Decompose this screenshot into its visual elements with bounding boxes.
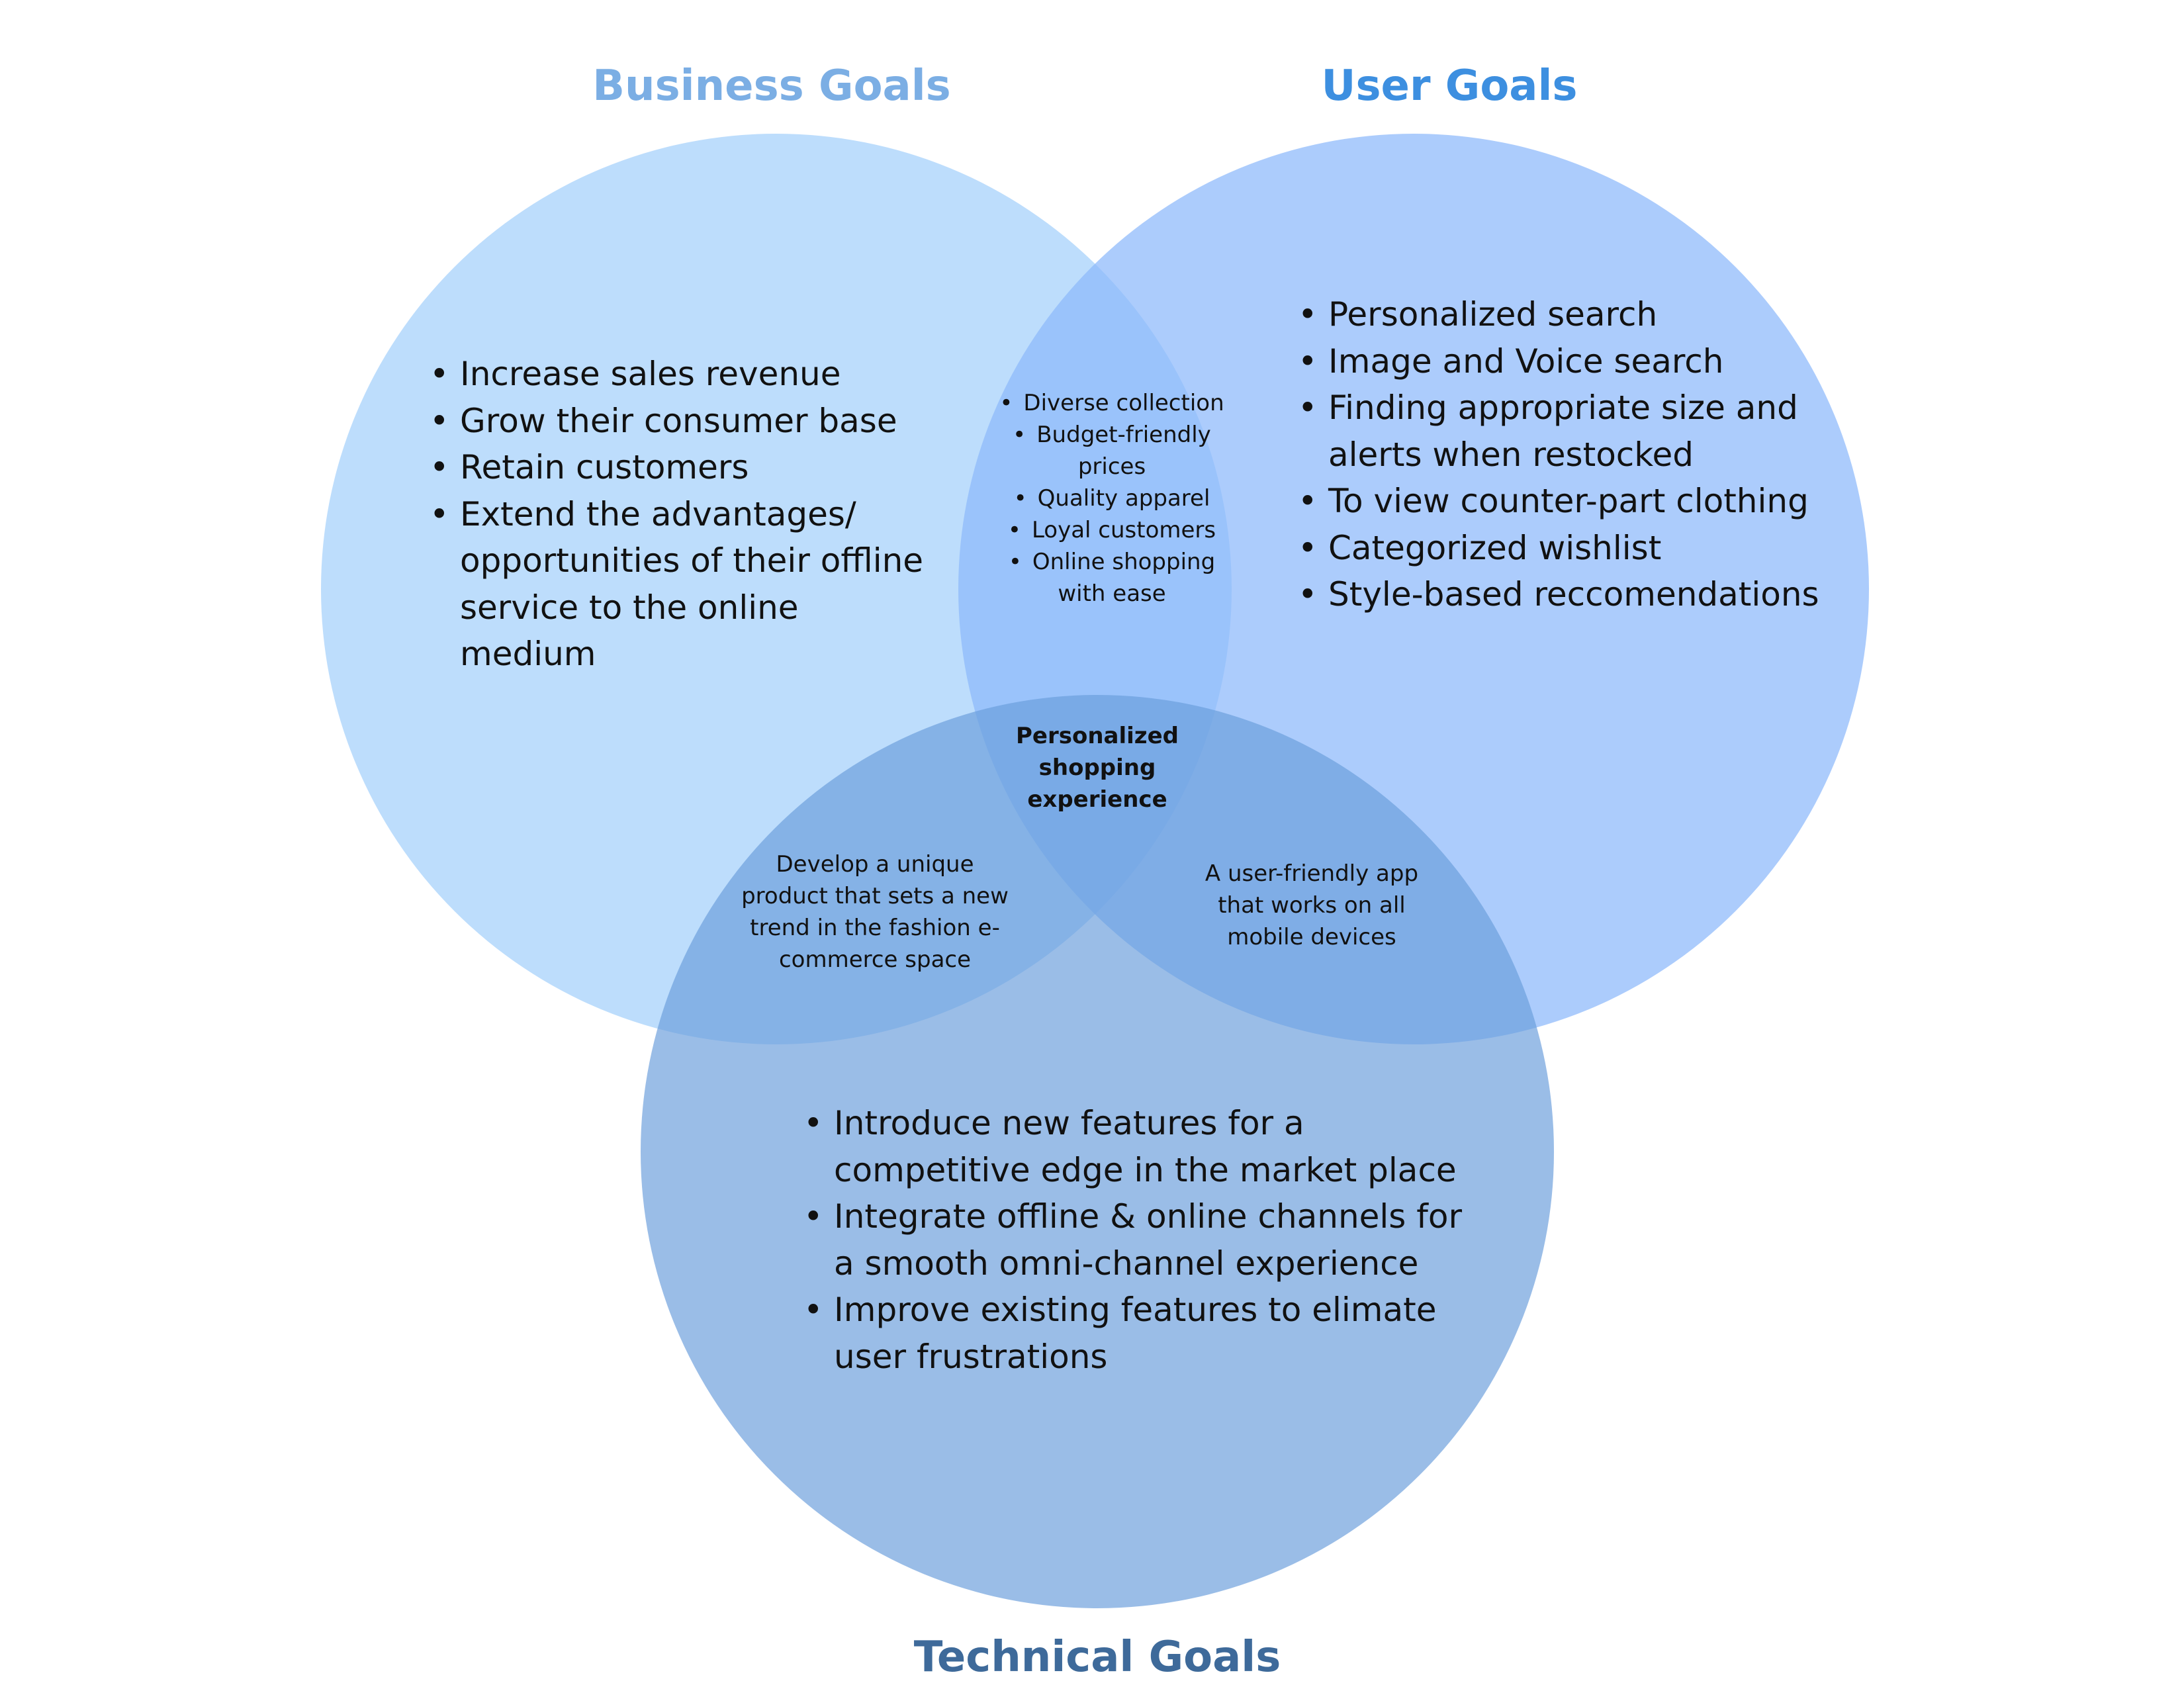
business-goals-list: Increase sales revenue Grow their consum… (427, 351, 943, 678)
list-item: Style-based reccomendations (1295, 571, 1825, 618)
user-goals-list: Personalized search Image and Voice sear… (1295, 291, 1825, 618)
list-item: Finding appropriate size and alerts when… (1295, 385, 1825, 478)
user-goals-title: User Goals (1321, 62, 1578, 111)
all-goals-overlap-label: Personalized shopping experience (1016, 723, 1179, 813)
business-technical-overlap-label: Develop a unique product that sets a new… (741, 851, 1009, 973)
list-item: Integrate offline & online channels for … (801, 1193, 1489, 1287)
list-item: Retain customers (427, 444, 943, 491)
list-item: To view counter-part clothing (1295, 478, 1825, 525)
list-item: Categorized wishlist (1295, 525, 1825, 572)
list-item: Extend the advantages/ opportunities of … (427, 491, 943, 678)
technical-goals-title: Technical Goals (913, 1633, 1281, 1682)
list-item: Grow their consumer base (427, 398, 943, 445)
list-item: Increase sales revenue (427, 351, 943, 398)
user-technical-overlap-label: A user-friendly app that works on all mo… (1205, 860, 1419, 950)
list-item: Diverse collection (986, 387, 1238, 419)
list-item: Quality apparel (986, 482, 1238, 514)
list-item: Personalized search (1295, 291, 1825, 338)
list-item: Loyal customers (986, 514, 1238, 546)
list-item: Image and Voice search (1295, 338, 1825, 385)
business-goals-title: Business Goals (592, 62, 951, 111)
business-user-overlap-list: Diverse collection Budget-friendly price… (986, 387, 1238, 610)
list-item: Budget-friendly prices (986, 419, 1238, 482)
list-item: Online shopping with ease (986, 546, 1238, 610)
technical-goals-list: Introduce new features for a competitive… (801, 1100, 1489, 1380)
list-item: Introduce new features for a competitive… (801, 1100, 1489, 1193)
list-item: Improve existing features to elimate use… (801, 1287, 1489, 1380)
